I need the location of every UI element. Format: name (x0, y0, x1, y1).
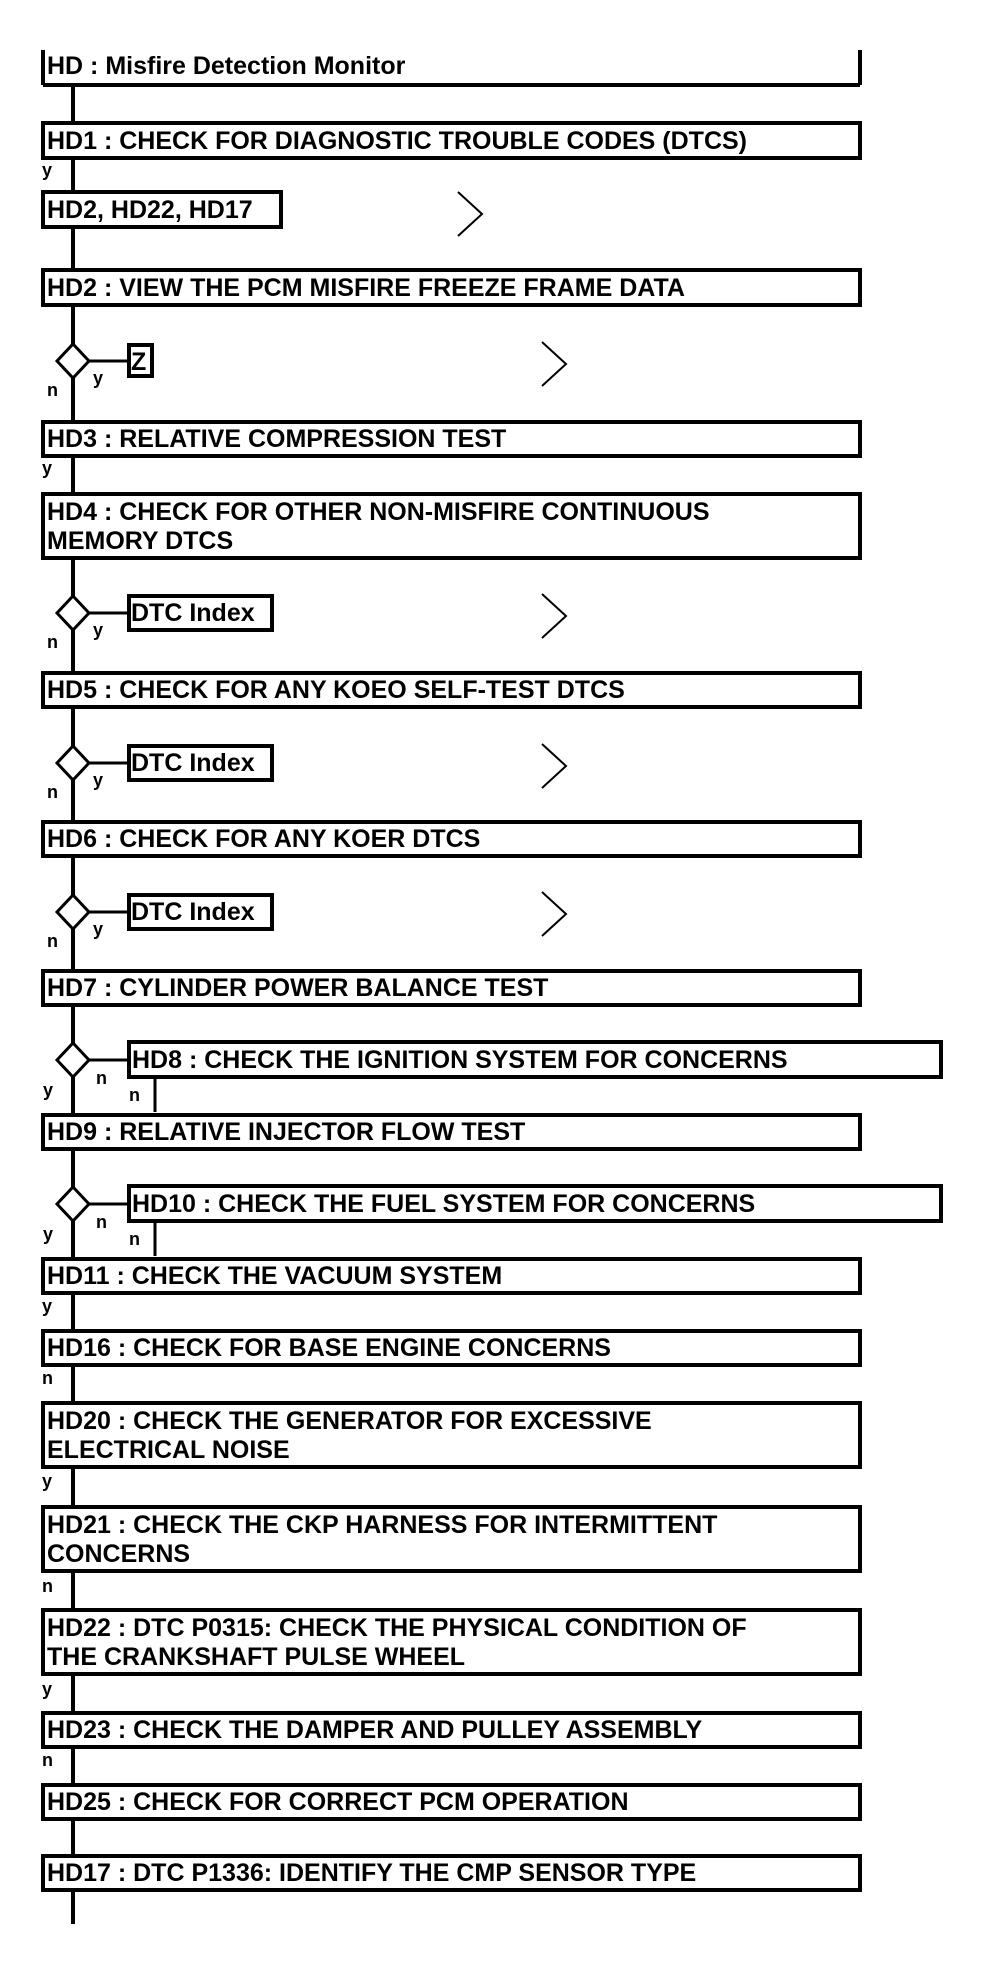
svg-text:HD7 : CYLINDER POWER BALANCE T: HD7 : CYLINDER POWER BALANCE TEST (47, 974, 548, 1002)
svg-text:MEMORY DTCS: MEMORY DTCS (47, 527, 233, 555)
decision-hd2 (54, 341, 129, 381)
step-hd5-reference[interactable]: DTC Index (127, 744, 274, 782)
decision-hd4 (54, 593, 129, 633)
page-title: HD : Misfire Detection Monitor (47, 52, 406, 80)
yes-label: y (93, 368, 103, 388)
yes-label: y (42, 1471, 52, 1491)
svg-text:HD22 : DTC P0315: CHECK THE PH: HD22 : DTC P0315: CHECK THE PHYSICAL CON… (47, 1614, 747, 1642)
svg-text:HD10 : CHECK THE FUEL SYSTEM F: HD10 : CHECK THE FUEL SYSTEM FOR CONCERN… (132, 1190, 755, 1218)
svg-text:CONCERNS: CONCERNS (47, 1540, 190, 1568)
svg-text:THE CRANKSHAFT PULSE WHEEL: THE CRANKSHAFT PULSE WHEEL (47, 1643, 465, 1671)
svg-text:HD11 : CHECK THE VACUUM SYSTEM: HD11 : CHECK THE VACUUM SYSTEM (47, 1262, 502, 1290)
no-label: n (47, 632, 58, 652)
yes-label: y (42, 1679, 52, 1699)
decision-hd7 (54, 1040, 157, 1112)
step-hd4-reference[interactable]: DTC Index (127, 594, 274, 632)
step-hd11[interactable]: HD11 : CHECK THE VACUUM SYSTEM (41, 1257, 862, 1295)
chevron-right-icon[interactable] (541, 743, 568, 789)
step-hd2-reference[interactable]: Z (127, 343, 154, 378)
yes-label: y (93, 620, 103, 640)
svg-text:HD17 : DTC P1336: IDENTIFY THE: HD17 : DTC P1336: IDENTIFY THE CMP SENSO… (47, 1859, 696, 1887)
step-hd6-reference[interactable]: DTC Index (127, 893, 274, 931)
svg-text:DTC Index: DTC Index (131, 599, 255, 627)
step-hd7[interactable]: HD7 : CYLINDER POWER BALANCE TEST (41, 969, 862, 1007)
no-label: n (47, 782, 58, 802)
svg-text:HD1 : CHECK FOR DIAGNOSTIC TRO: HD1 : CHECK FOR DIAGNOSTIC TROUBLE CODES… (47, 127, 747, 155)
step-hd22[interactable]: HD22 : DTC P0315: CHECK THE PHYSICAL CON… (41, 1608, 862, 1676)
step-hd21[interactable]: HD21 : CHECK THE CKP HARNESS FOR INTERMI… (41, 1505, 862, 1573)
svg-text:HD23 : CHECK THE DAMPER AND PU: HD23 : CHECK THE DAMPER AND PULLEY ASSEM… (47, 1716, 703, 1744)
no-label: n (129, 1085, 140, 1105)
svg-text:HD16 : CHECK FOR BASE ENGINE C: HD16 : CHECK FOR BASE ENGINE CONCERNS (47, 1334, 611, 1362)
chevron-right-icon[interactable] (541, 341, 568, 387)
decision-hd6 (54, 892, 129, 932)
step-hd20[interactable]: HD20 : CHECK THE GENERATOR FOR EXCESSIVE… (41, 1401, 862, 1469)
no-label: n (42, 1368, 53, 1388)
step-hd16[interactable]: HD16 : CHECK FOR BASE ENGINE CONCERNS (41, 1329, 862, 1367)
svg-text:HD9 : RELATIVE INJECTOR FLOW T: HD9 : RELATIVE INJECTOR FLOW TEST (47, 1118, 525, 1146)
step-hd1[interactable]: HD1 : CHECK FOR DIAGNOSTIC TROUBLE CODES… (41, 121, 862, 160)
title-block: HD : Misfire Detection Monitor (41, 50, 862, 87)
step-hd8[interactable]: HD8 : CHECK THE IGNITION SYSTEM FOR CONC… (127, 1040, 943, 1079)
no-label: n (42, 1750, 53, 1770)
svg-text:Z: Z (131, 348, 146, 376)
step-hd6[interactable]: HD6 : CHECK FOR ANY KOER DTCS (41, 820, 862, 858)
step-hd23[interactable]: HD23 : CHECK THE DAMPER AND PULLEY ASSEM… (41, 1711, 862, 1749)
no-label: n (42, 1576, 53, 1596)
step-hd25[interactable]: HD25 : CHECK FOR CORRECT PCM OPERATION (41, 1783, 862, 1821)
svg-text:DTC Index: DTC Index (131, 749, 255, 777)
svg-text:DTC Index: DTC Index (131, 898, 255, 926)
svg-text:HD3 : RELATIVE COMPRESSION TES: HD3 : RELATIVE COMPRESSION TEST (47, 425, 506, 453)
step-hd17[interactable]: HD17 : DTC P1336: IDENTIFY THE CMP SENSO… (41, 1854, 862, 1892)
yes-label: y (42, 1296, 52, 1316)
yes-label: y (93, 919, 103, 939)
svg-text:HD6 : CHECK FOR ANY KOER DTCS: HD6 : CHECK FOR ANY KOER DTCS (47, 825, 480, 853)
svg-text:HD5 : CHECK FOR ANY KOEO SELF-: HD5 : CHECK FOR ANY KOEO SELF-TEST DTCS (47, 676, 625, 704)
yes-label: y (43, 1224, 53, 1244)
no-label: n (96, 1212, 107, 1232)
chevron-right-icon[interactable] (457, 191, 484, 237)
step-hd1-reference[interactable]: HD2, HD22, HD17 (41, 190, 283, 229)
svg-text:HD20 : CHECK THE GENERATOR FOR: HD20 : CHECK THE GENERATOR FOR EXCESSIVE (47, 1407, 652, 1435)
step-hd5[interactable]: HD5 : CHECK FOR ANY KOEO SELF-TEST DTCS (41, 671, 862, 709)
svg-text:HD2, HD22, HD17: HD2, HD22, HD17 (47, 196, 253, 224)
yes-label: y (43, 1080, 53, 1100)
svg-text:HD8 : CHECK THE IGNITION SYSTE: HD8 : CHECK THE IGNITION SYSTEM FOR CONC… (132, 1046, 788, 1074)
no-label: n (129, 1229, 140, 1249)
no-label: n (47, 380, 58, 400)
yes-label: y (93, 770, 103, 790)
svg-text:HD4 : CHECK FOR OTHER NON-MISF: HD4 : CHECK FOR OTHER NON-MISFIRE CONTIN… (47, 498, 710, 526)
svg-text:HD25 : CHECK FOR CORRECT PCM O: HD25 : CHECK FOR CORRECT PCM OPERATION (47, 1788, 629, 1816)
no-label: n (96, 1068, 107, 1088)
svg-text:ELECTRICAL NOISE: ELECTRICAL NOISE (47, 1436, 290, 1464)
step-hd9[interactable]: HD9 : RELATIVE INJECTOR FLOW TEST (41, 1113, 862, 1151)
step-hd10[interactable]: HD10 : CHECK THE FUEL SYSTEM FOR CONCERN… (127, 1184, 943, 1223)
yes-label: y (42, 458, 52, 478)
decision-hd5 (54, 743, 129, 783)
step-hd4[interactable]: HD4 : CHECK FOR OTHER NON-MISFIRE CONTIN… (41, 492, 862, 560)
svg-text:HD21 : CHECK THE CKP HARNESS F: HD21 : CHECK THE CKP HARNESS FOR INTERMI… (47, 1511, 717, 1539)
yes-label: y (42, 160, 52, 180)
no-label: n (47, 931, 58, 951)
svg-text:HD2 : VIEW THE PCM MISFIRE FRE: HD2 : VIEW THE PCM MISFIRE FREEZE FRAME … (47, 274, 685, 302)
decision-hd9 (54, 1184, 157, 1256)
chevron-right-icon[interactable] (541, 593, 568, 639)
chevron-right-icon[interactable] (541, 891, 568, 937)
step-hd3[interactable]: HD3 : RELATIVE COMPRESSION TEST (41, 420, 862, 458)
step-hd2[interactable]: HD2 : VIEW THE PCM MISFIRE FREEZE FRAME … (41, 268, 862, 307)
